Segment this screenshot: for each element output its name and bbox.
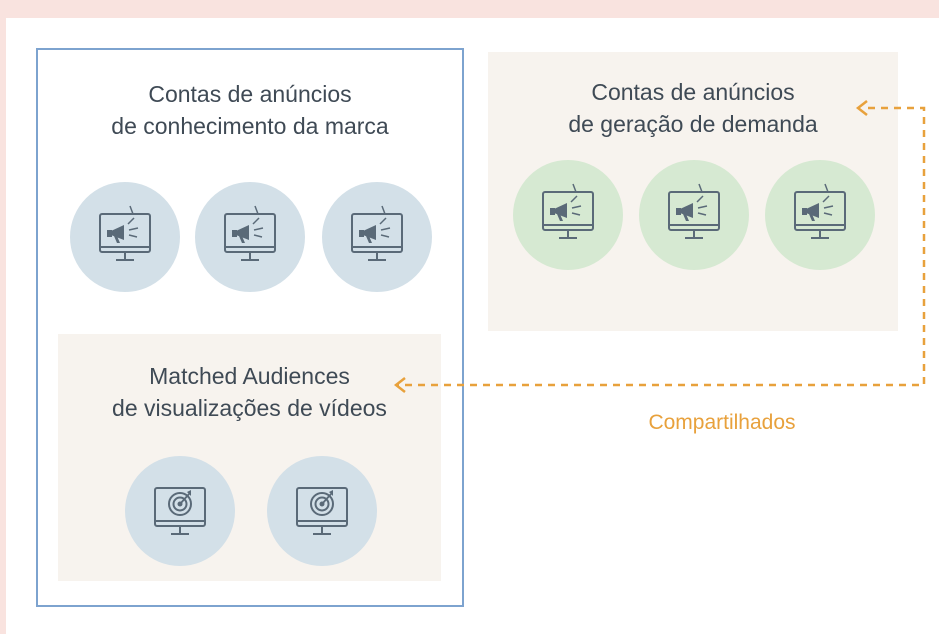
megaphone-monitor-icon [513,160,623,270]
megaphone-monitor-icon [639,160,749,270]
megaphone-monitor-icon [322,182,432,292]
brand-title-line2: de conhecimento da marca [111,113,389,139]
demand-title-line2: de geração de demanda [568,111,818,137]
arrowhead-demand-icon [855,100,868,116]
brand-group-title: Contas de anúncios de conhecimento da ma… [38,78,462,142]
arrowhead-matched-icon [393,377,406,393]
dashed-connector-line [398,106,926,387]
matched-group-title: Matched Audiences de visualizações de ví… [58,360,441,424]
megaphone-monitor-icon [70,182,180,292]
demand-group-title: Contas de anúncios de geração de demanda [488,76,898,140]
matched-audiences-group: Matched Audiences de visualizações de ví… [58,334,441,581]
target-monitor-icon [125,456,235,566]
matched-title-line2: de visualizações de vídeos [112,395,387,421]
brand-awareness-group: Contas de anúncios de conhecimento da ma… [36,48,464,607]
brand-title-line1: Contas de anúncios [148,81,352,107]
demand-generation-group: Contas de anúncios de geração de demanda [488,52,898,331]
shared-label: Compartilhados [648,411,796,434]
demand-title-line1: Contas de anúncios [591,79,795,105]
target-monitor-icon [267,456,377,566]
matched-title-line1: Matched Audiences [149,363,350,389]
megaphone-monitor-icon [195,182,305,292]
megaphone-monitor-icon [765,160,875,270]
